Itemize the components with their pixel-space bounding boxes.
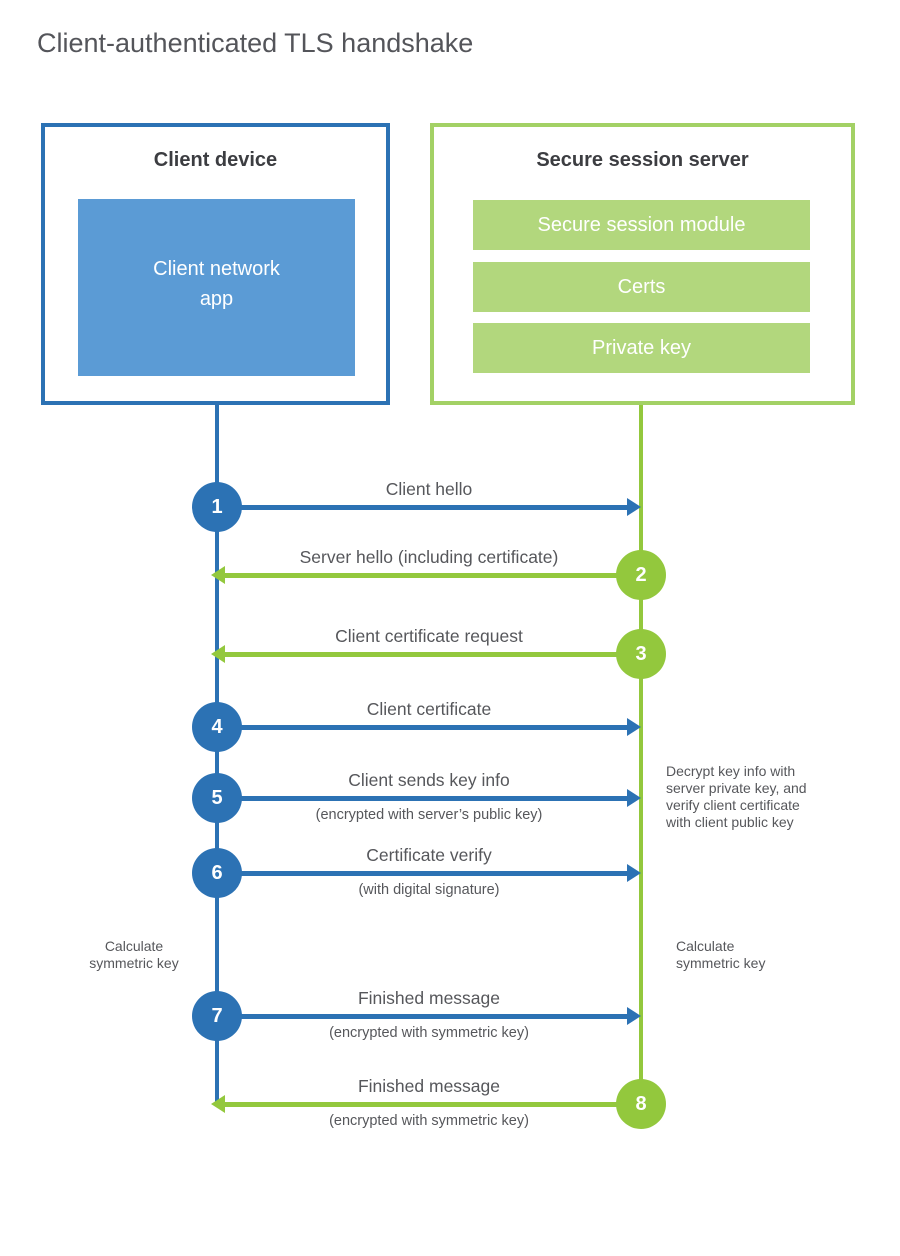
step-7-sublabel: (encrypted with symmetric key)	[329, 1025, 529, 1041]
step-2-number: 2	[635, 563, 647, 586]
step-3-arrowhead-left-icon	[211, 645, 225, 663]
step-1-label: Client hello	[385, 479, 473, 499]
client-app-label-line2: app	[199, 287, 234, 310]
step-8-number: 8	[635, 1092, 647, 1115]
step-1-number: 1	[211, 495, 223, 518]
step-2-label: Server hello (including certificate)	[299, 547, 559, 567]
server-module-certs: Certs	[473, 262, 810, 312]
step-6-arrow-line	[217, 871, 627, 876]
step-5-sublabel: (encrypted with server’s public key)	[315, 807, 543, 823]
step-2-circle: 2	[616, 550, 666, 600]
step-6-arrowhead-right-icon	[627, 864, 641, 882]
step-7-arrow-line	[217, 1014, 627, 1019]
step-3-number: 3	[635, 642, 647, 665]
step-4-number: 4	[211, 715, 223, 738]
step-8-arrowhead-left-icon	[211, 1095, 225, 1113]
step-2-arrowhead-left-icon	[211, 566, 225, 584]
client-app-label-line1: Client network	[153, 257, 280, 280]
server-module-secure-session: Secure session module	[473, 200, 810, 250]
step-3-circle: 3	[616, 629, 666, 679]
step-8-circle: 8	[616, 1079, 666, 1129]
client-device-title: Client device	[153, 149, 278, 171]
client-device-box: Client device Client network app	[41, 123, 390, 405]
calc-right-line-1: Calculate	[676, 938, 735, 954]
step-3-label: Client certificate request	[335, 626, 523, 646]
server-module-private-key: Private key	[473, 323, 810, 373]
step-5-arrow-line	[217, 796, 627, 801]
calc-right-line-2: symmetric key	[676, 955, 766, 971]
step-1-arrowhead-right-icon	[627, 498, 641, 516]
step-8-sublabel: (encrypted with symmetric key)	[329, 1113, 529, 1129]
secure-session-server-title: Secure session server	[536, 149, 749, 171]
step-4-circle: 4	[192, 702, 242, 752]
step-7-number: 7	[211, 1004, 223, 1027]
calc-left-line-1: Calculate	[104, 938, 164, 954]
step-4-arrowhead-right-icon	[627, 718, 641, 736]
step-6-number: 6	[211, 861, 223, 884]
step-6-sublabel: (with digital signature)	[358, 882, 500, 898]
secure-session-server-box: Secure session server Secure session mod…	[430, 123, 855, 405]
step-3-arrow-line	[225, 652, 641, 657]
step-2-arrow-line	[225, 573, 641, 578]
step-4-arrow-line	[217, 725, 627, 730]
step-6-circle: 6	[192, 848, 242, 898]
client-lifeline	[215, 405, 219, 1106]
step-4-label: Client certificate	[366, 699, 492, 719]
step-6-label: Certificate verify	[366, 845, 492, 865]
step-5-label: Client sends key info	[348, 770, 510, 790]
step-1-circle: 1	[192, 482, 242, 532]
step-5-circle: 5	[192, 773, 242, 823]
step-8-arrow-line	[225, 1102, 641, 1107]
step-5-number: 5	[211, 786, 223, 809]
step-7-circle: 7	[192, 991, 242, 1041]
decrypt-note-line-2: server private key, and	[666, 780, 807, 796]
page-title: Client-authenticated TLS handshake	[37, 28, 474, 58]
step-5-arrowhead-right-icon	[627, 789, 641, 807]
client-network-app-box: Client network app	[78, 199, 355, 376]
decrypt-note-line-1: Decrypt key info with	[666, 763, 796, 779]
calculate-symmetric-key-server: Calculate symmetric key	[676, 938, 796, 972]
step-1-arrow-line	[217, 505, 627, 510]
decrypt-key-note: Decrypt key info with server private key…	[666, 763, 836, 831]
step-8-label: Finished message	[357, 1076, 501, 1096]
calculate-symmetric-key-client: Calculate symmetric key	[78, 938, 190, 972]
server-lifeline	[639, 405, 643, 1104]
step-7-arrowhead-right-icon	[627, 1007, 641, 1025]
calc-left-line-2: symmetric key	[89, 955, 179, 971]
step-7-label: Finished message	[357, 988, 501, 1008]
decrypt-note-line-4: with client public key	[666, 814, 794, 830]
decrypt-note-line-3: verify client certificate	[666, 797, 800, 813]
